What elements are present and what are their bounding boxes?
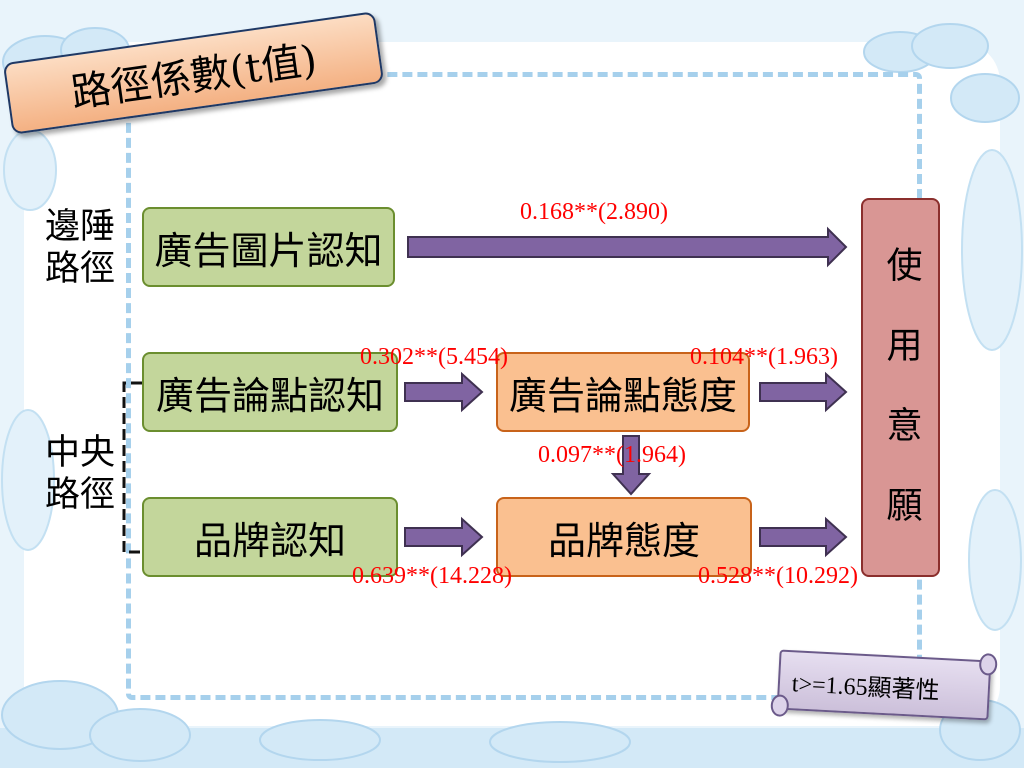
node-ad-argument-attitude: 廣告論點態度 [496,352,750,432]
peripheral-path-label-line2: 路徑 [45,249,116,289]
usage-intention-label: 使用意願 [880,246,922,566]
coef-picture-to-intention: 0.168**(2.890) [520,199,668,225]
coef-argument-attitude-to-intention: 0.104**(1.963) [690,344,838,370]
significance-note-text: t>=1.65顯著性 [791,670,941,705]
central-path-label: 中央 路徑 [45,432,115,516]
cloud-top-right [863,23,1020,123]
coef-brand-attitude-to-intention: 0.528**(10.292) [698,563,858,589]
peripheral-path-label-line1: 邊陲 [45,207,116,247]
usage-intention-text-wrap: 使用意願 [863,246,938,566]
cloud-left [1,129,57,551]
peripheral-path-label: 邊陲 路徑 [45,206,115,290]
coef-argument-attitude-to-brand-attitude: 0.097**(1.964) [538,442,686,468]
node-ad-argument-cognition: 廣告論點認知 [142,352,398,432]
central-path-label-line1: 中央 [45,433,116,473]
significance-note: t>=1.65顯著性 [770,649,998,721]
coef-brand-cognition-to-brand-attitude: 0.639**(14.228) [352,563,512,589]
node-brand-attitude: 品牌態度 [496,497,752,577]
node-usage-intention: 使用意願 [861,198,940,577]
cloud-bottom [0,680,1024,768]
node-brand-cognition: 品牌認知 [142,497,398,577]
coef-argument-cognition-to-argument-attitude: 0.302**(5.454) [360,344,508,370]
node-ad-picture-cognition: 廣告圖片認知 [142,207,395,287]
central-path-label-line2: 路徑 [45,475,116,515]
cloud-right [961,149,1023,631]
